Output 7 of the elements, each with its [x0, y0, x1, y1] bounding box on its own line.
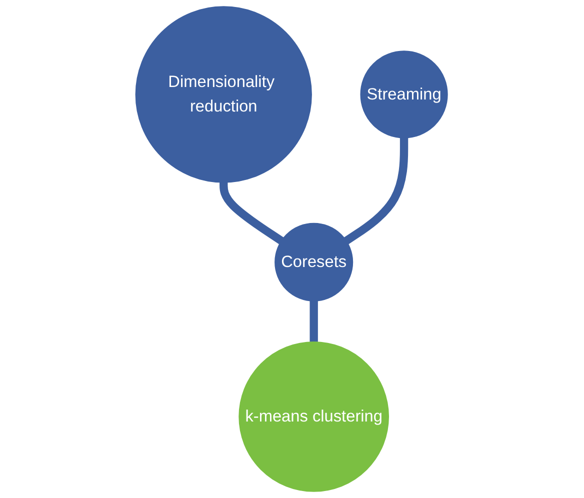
node-circle: Streaming	[360, 50, 448, 138]
connector	[220, 182, 284, 244]
node-circle: Coresets	[274, 222, 354, 302]
connector	[310, 300, 318, 343]
node-circle: k-means clustering	[239, 342, 390, 492]
node-circle: Dimensionality reduction	[136, 6, 312, 183]
connector	[344, 138, 409, 244]
